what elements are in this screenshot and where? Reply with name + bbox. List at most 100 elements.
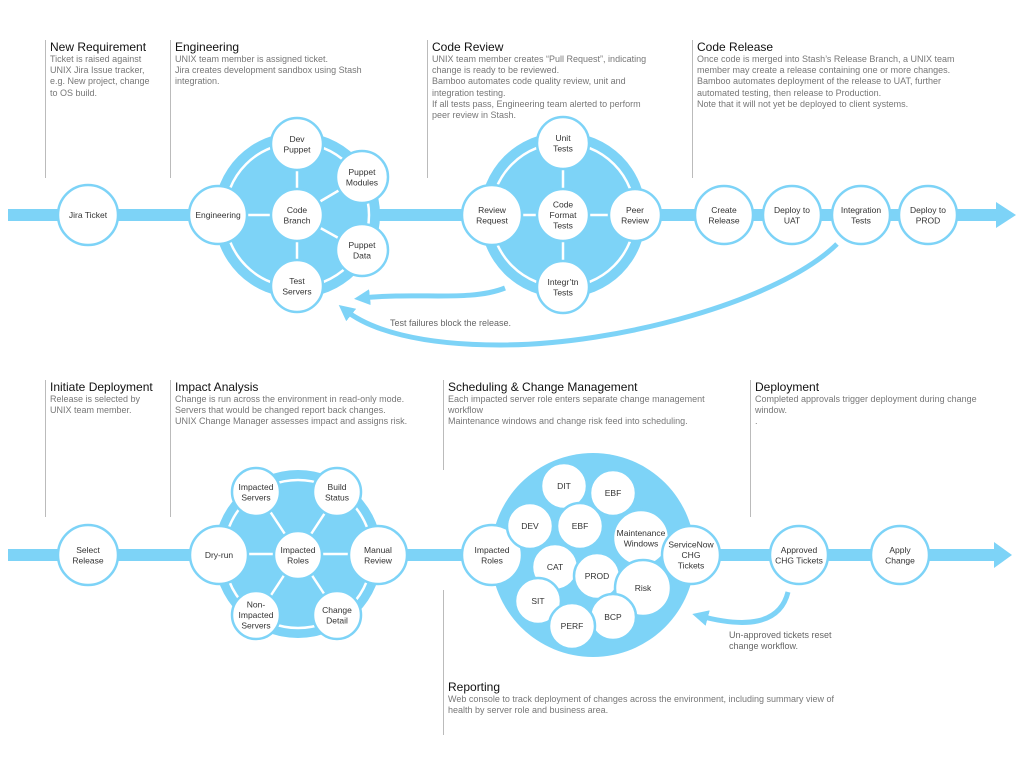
section-description: Completed approvals trigger deployment d… (755, 394, 977, 427)
node-jira-ticket: Jira Ticket (56, 183, 120, 247)
node-label: Risk (635, 583, 652, 593)
section-new-requirement: New Requirement Ticket is raised against… (45, 40, 170, 178)
node-engineering: Engineering (187, 184, 249, 246)
unapproved-note: Un-approved tickets reset change workflo… (729, 630, 834, 651)
section-reporting: Reporting Web console to track deploymen… (443, 590, 883, 735)
node-label: BCP (604, 612, 622, 622)
node-dev: DEV (505, 501, 555, 551)
section-description: UNIX team member is assigned ticket. Jir… (175, 54, 362, 87)
node-circle (535, 259, 591, 315)
section-title: Engineering (175, 40, 240, 54)
node-circle (347, 524, 409, 586)
node-circle (56, 183, 120, 247)
node-circle (897, 184, 959, 246)
node-circle (768, 524, 830, 586)
section-title: Initiate Deployment (50, 380, 153, 394)
flow-arrowhead-row2 (994, 542, 1012, 568)
section-title: New Requirement (50, 40, 147, 54)
section-description: Web console to track deployment of chang… (448, 694, 835, 716)
node-label: DIT (557, 481, 571, 491)
node-circle (693, 184, 755, 246)
node-label: EBF (605, 488, 622, 498)
node-sit: SIT (513, 576, 563, 626)
section-scheduling: Scheduling & Change Management Each impa… (443, 380, 743, 470)
node-circle (660, 524, 722, 586)
unapproved-note-line1: Un-approved tickets reset (729, 630, 832, 640)
node-dry-run: Dry-run (188, 524, 250, 586)
node-ebf-2: EBF (555, 501, 605, 551)
node-circle (505, 501, 555, 551)
node-circle (269, 187, 325, 243)
node-ebf-1: EBF (588, 468, 638, 518)
section-title: Scheduling & Change Management (448, 380, 638, 394)
section-title: Impact Analysis (175, 380, 259, 394)
section-title: Deployment (755, 380, 820, 394)
node-circle (535, 187, 591, 243)
node-circle (555, 501, 605, 551)
node-circle (311, 466, 363, 518)
section-code-review: Code Review UNIX team member creates “Pu… (427, 40, 682, 178)
node-circle (187, 184, 249, 246)
node-circle (761, 184, 823, 246)
section-impact-analysis: Impact Analysis Change is run across the… (170, 380, 440, 517)
node-circle (513, 576, 563, 626)
node-circle (535, 115, 591, 171)
node-circle (547, 601, 597, 651)
node-circle (830, 184, 892, 246)
node-circle (230, 466, 282, 518)
node-label: Engineering (195, 210, 241, 220)
section-description: UNIX team member creates “Pull Request”,… (432, 54, 647, 121)
node-label: DEV (521, 521, 539, 531)
node-label: Jira Ticket (69, 210, 108, 220)
section-deployment: Deployment Completed approvals trigger d… (750, 380, 990, 517)
node-prod: PROD (572, 551, 622, 601)
node-circle (269, 258, 325, 314)
section-description: Once code is merged into Stash’s Release… (697, 54, 955, 109)
node-label: PERF (561, 621, 584, 631)
section-title: Reporting (448, 680, 501, 694)
node-circle (869, 524, 931, 586)
node-label: EBF (572, 521, 589, 531)
node-circle (230, 589, 282, 641)
